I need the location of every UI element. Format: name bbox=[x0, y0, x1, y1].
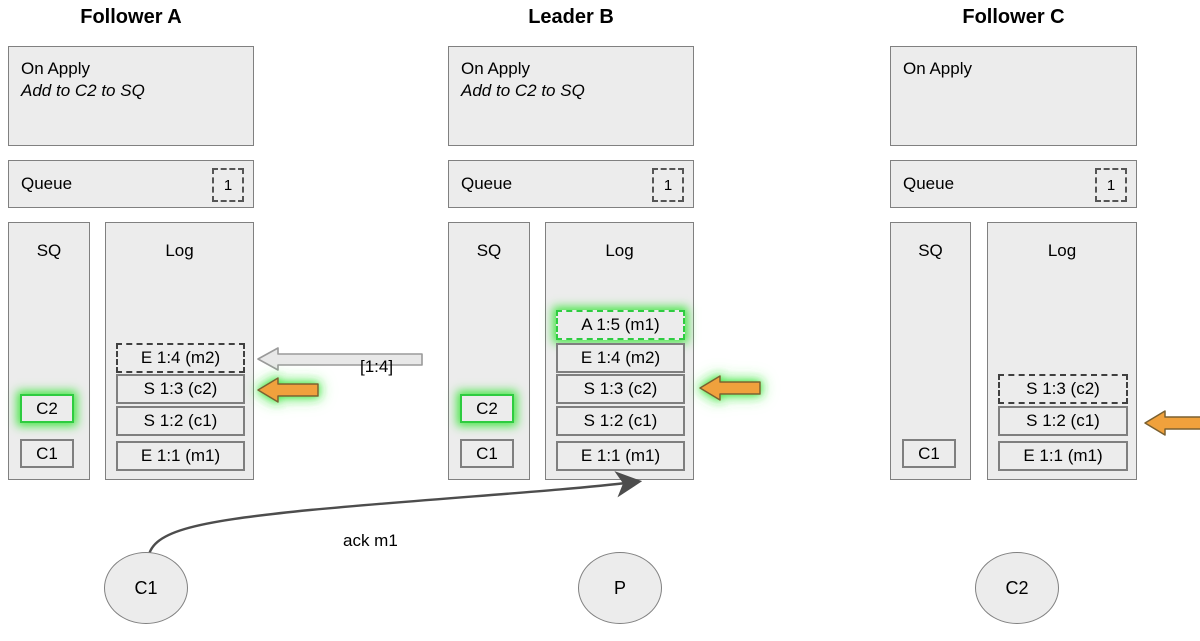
sq-label: SQ bbox=[918, 241, 943, 260]
on-apply-panel-leader-b: On Apply Add to C2 to SQ bbox=[448, 46, 694, 146]
replication-arrow-gray bbox=[257, 347, 423, 371]
log-panel-leader-b: Log A 1:5 (m1) E 1:4 (m2) S 1:3 (c2) S 1… bbox=[545, 222, 694, 480]
on-apply-panel-follower-c: On Apply bbox=[890, 46, 1137, 146]
sq-item[interactable]: C2 bbox=[20, 394, 74, 423]
node-title-leader-b: Leader B bbox=[528, 6, 614, 28]
queue-count-badge: 1 bbox=[212, 168, 244, 202]
log-entry[interactable]: S 1:2 (c1) bbox=[998, 406, 1128, 436]
log-entry[interactable]: E 1:1 (m1) bbox=[998, 441, 1128, 471]
on-apply-action: Add to C2 to SQ bbox=[461, 81, 585, 100]
ack-message-label: ack m1 bbox=[343, 531, 398, 550]
node-title-follower-a: Follower A bbox=[80, 6, 182, 28]
on-apply-heading: On Apply bbox=[903, 59, 972, 78]
sq-panel-leader-b: SQ C2 C1 bbox=[448, 222, 530, 480]
log-entry[interactable]: S 1:3 (c2) bbox=[116, 374, 245, 404]
actor-producer-p[interactable]: P bbox=[578, 552, 662, 624]
commit-pointer-arrow-follower-a bbox=[257, 377, 319, 403]
log-panel-follower-a: Log E 1:4 (m2) S 1:3 (c2) S 1:2 (c1) E 1… bbox=[105, 222, 254, 480]
node-title-follower-c: Follower C bbox=[962, 6, 1065, 28]
log-label: Log bbox=[605, 241, 634, 260]
replication-range-label: [1:4] bbox=[360, 357, 394, 376]
log-label: Log bbox=[1047, 241, 1077, 260]
actor-client-c2[interactable]: C2 bbox=[975, 552, 1059, 624]
commit-pointer-arrow-follower-c bbox=[1144, 410, 1200, 436]
queue-panel-leader-b: Queue 1 bbox=[448, 160, 694, 208]
log-entry[interactable]: A 1:5 (m1) bbox=[556, 310, 685, 340]
on-apply-heading: On Apply bbox=[21, 59, 90, 78]
log-entry[interactable]: S 1:3 (c2) bbox=[998, 374, 1128, 404]
sq-label: SQ bbox=[36, 241, 62, 260]
ack-message-arrow bbox=[146, 471, 643, 561]
sq-label: SQ bbox=[476, 241, 502, 260]
log-panel-follower-c: Log S 1:3 (c2) S 1:2 (c1) E 1:1 (m1) bbox=[987, 222, 1137, 480]
queue-panel-follower-a: Queue 1 bbox=[8, 160, 254, 208]
queue-panel-follower-c: Queue 1 bbox=[890, 160, 1137, 208]
log-entry[interactable]: E 1:1 (m1) bbox=[556, 441, 685, 471]
log-entry[interactable]: S 1:2 (c1) bbox=[556, 406, 685, 436]
commit-pointer-arrow-leader-b bbox=[699, 375, 761, 401]
log-entry[interactable]: S 1:3 (c2) bbox=[556, 374, 685, 404]
sq-item[interactable]: C2 bbox=[460, 394, 514, 423]
actor-client-c1[interactable]: C1 bbox=[104, 552, 188, 624]
log-entry[interactable]: E 1:1 (m1) bbox=[116, 441, 245, 471]
queue-label: Queue bbox=[903, 174, 955, 193]
log-label: Log bbox=[165, 241, 194, 260]
sq-panel-follower-c: SQ C1 bbox=[890, 222, 971, 480]
sq-panel-follower-a: SQ C2 C1 bbox=[8, 222, 90, 480]
log-entry[interactable]: E 1:4 (m2) bbox=[556, 343, 685, 373]
sq-item[interactable]: C1 bbox=[902, 439, 956, 468]
log-entry[interactable]: E 1:4 (m2) bbox=[116, 343, 245, 373]
queue-count-badge: 1 bbox=[1095, 168, 1127, 202]
on-apply-heading: On Apply bbox=[461, 59, 530, 78]
sq-item[interactable]: C1 bbox=[460, 439, 514, 468]
log-entry[interactable]: S 1:2 (c1) bbox=[116, 406, 245, 436]
queue-label: Queue bbox=[461, 174, 513, 193]
queue-label: Queue bbox=[21, 174, 73, 193]
on-apply-panel-follower-a: On Apply Add to C2 to SQ bbox=[8, 46, 254, 146]
on-apply-action: Add to C2 to SQ bbox=[21, 81, 145, 100]
queue-count-badge: 1 bbox=[652, 168, 684, 202]
sq-item[interactable]: C1 bbox=[20, 439, 74, 468]
